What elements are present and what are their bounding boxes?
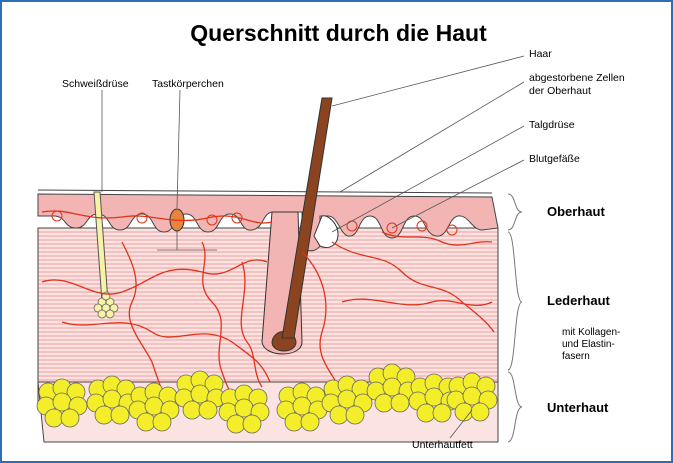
fat-cell [45,409,63,427]
fat-cell [183,401,201,419]
fat-cell [425,388,443,406]
fat-cell [338,390,356,408]
layer-brackets [508,194,522,442]
leader-haar [332,56,524,106]
leader-abgestorbene [340,82,524,192]
leader-blutgefaesse [392,160,524,228]
diagram-title: Querschnitt durch die Haut [2,20,673,47]
fat-cell [137,413,155,431]
bracket-lederhaut [508,232,522,370]
label-haar: Haar [529,48,552,61]
label-talgdruese: Talgdrüse [529,119,575,132]
fat-cell [153,413,171,431]
note-line-1: mit Kollagen- [562,327,620,339]
fat-cell [471,403,489,421]
fat-cell [433,404,451,422]
fat-cell [111,406,129,424]
fat-cell [227,415,245,433]
fat-cell [293,397,311,415]
bracket-unterhaut [508,372,522,442]
bracket-oberhaut [508,194,522,230]
fat-cell [53,393,71,411]
fat-cell [191,385,209,403]
fat-cell [145,397,163,415]
label-schweissdruese: Schweißdrüse [62,78,129,91]
label-blutgefaesse: Blutgefäße [529,153,580,166]
layer-lederhaut-note: mit Kollagen- und Elastin- fasern [562,327,620,363]
fat-cell [199,401,217,419]
fat-cell [375,394,393,412]
label-abgestorbene-line1: abgestorbene Zellen [529,72,625,85]
layer-unterhaut: Unterhaut [547,400,608,415]
note-line-3: fasern [562,351,620,363]
fat-cell [243,415,261,433]
layer-lederhaut: Lederhaut [547,293,610,308]
fat-cell [235,399,253,417]
fat-cell [103,390,121,408]
fat-cell [285,413,303,431]
fat-cell [330,406,348,424]
layer-oberhaut: Oberhaut [547,204,605,219]
fat-cell [383,378,401,396]
dead-cells-layer [38,190,492,193]
fat-cell [417,404,435,422]
fat-cell [391,394,409,412]
label-tastkoerperchen: Tastkörperchen [152,78,224,91]
fat-cell [95,406,113,424]
fat-cell [301,413,319,431]
fat-cell [463,387,481,405]
fat-cell [346,406,364,424]
label-abgestorbene-line2: der Oberhaut [529,85,591,98]
label-unterhautfett: Unterhautfett [412,439,473,452]
fat-cell [61,409,79,427]
leader-tastkoerperchen [177,90,180,208]
note-line-2: und Elastin- [562,339,620,351]
